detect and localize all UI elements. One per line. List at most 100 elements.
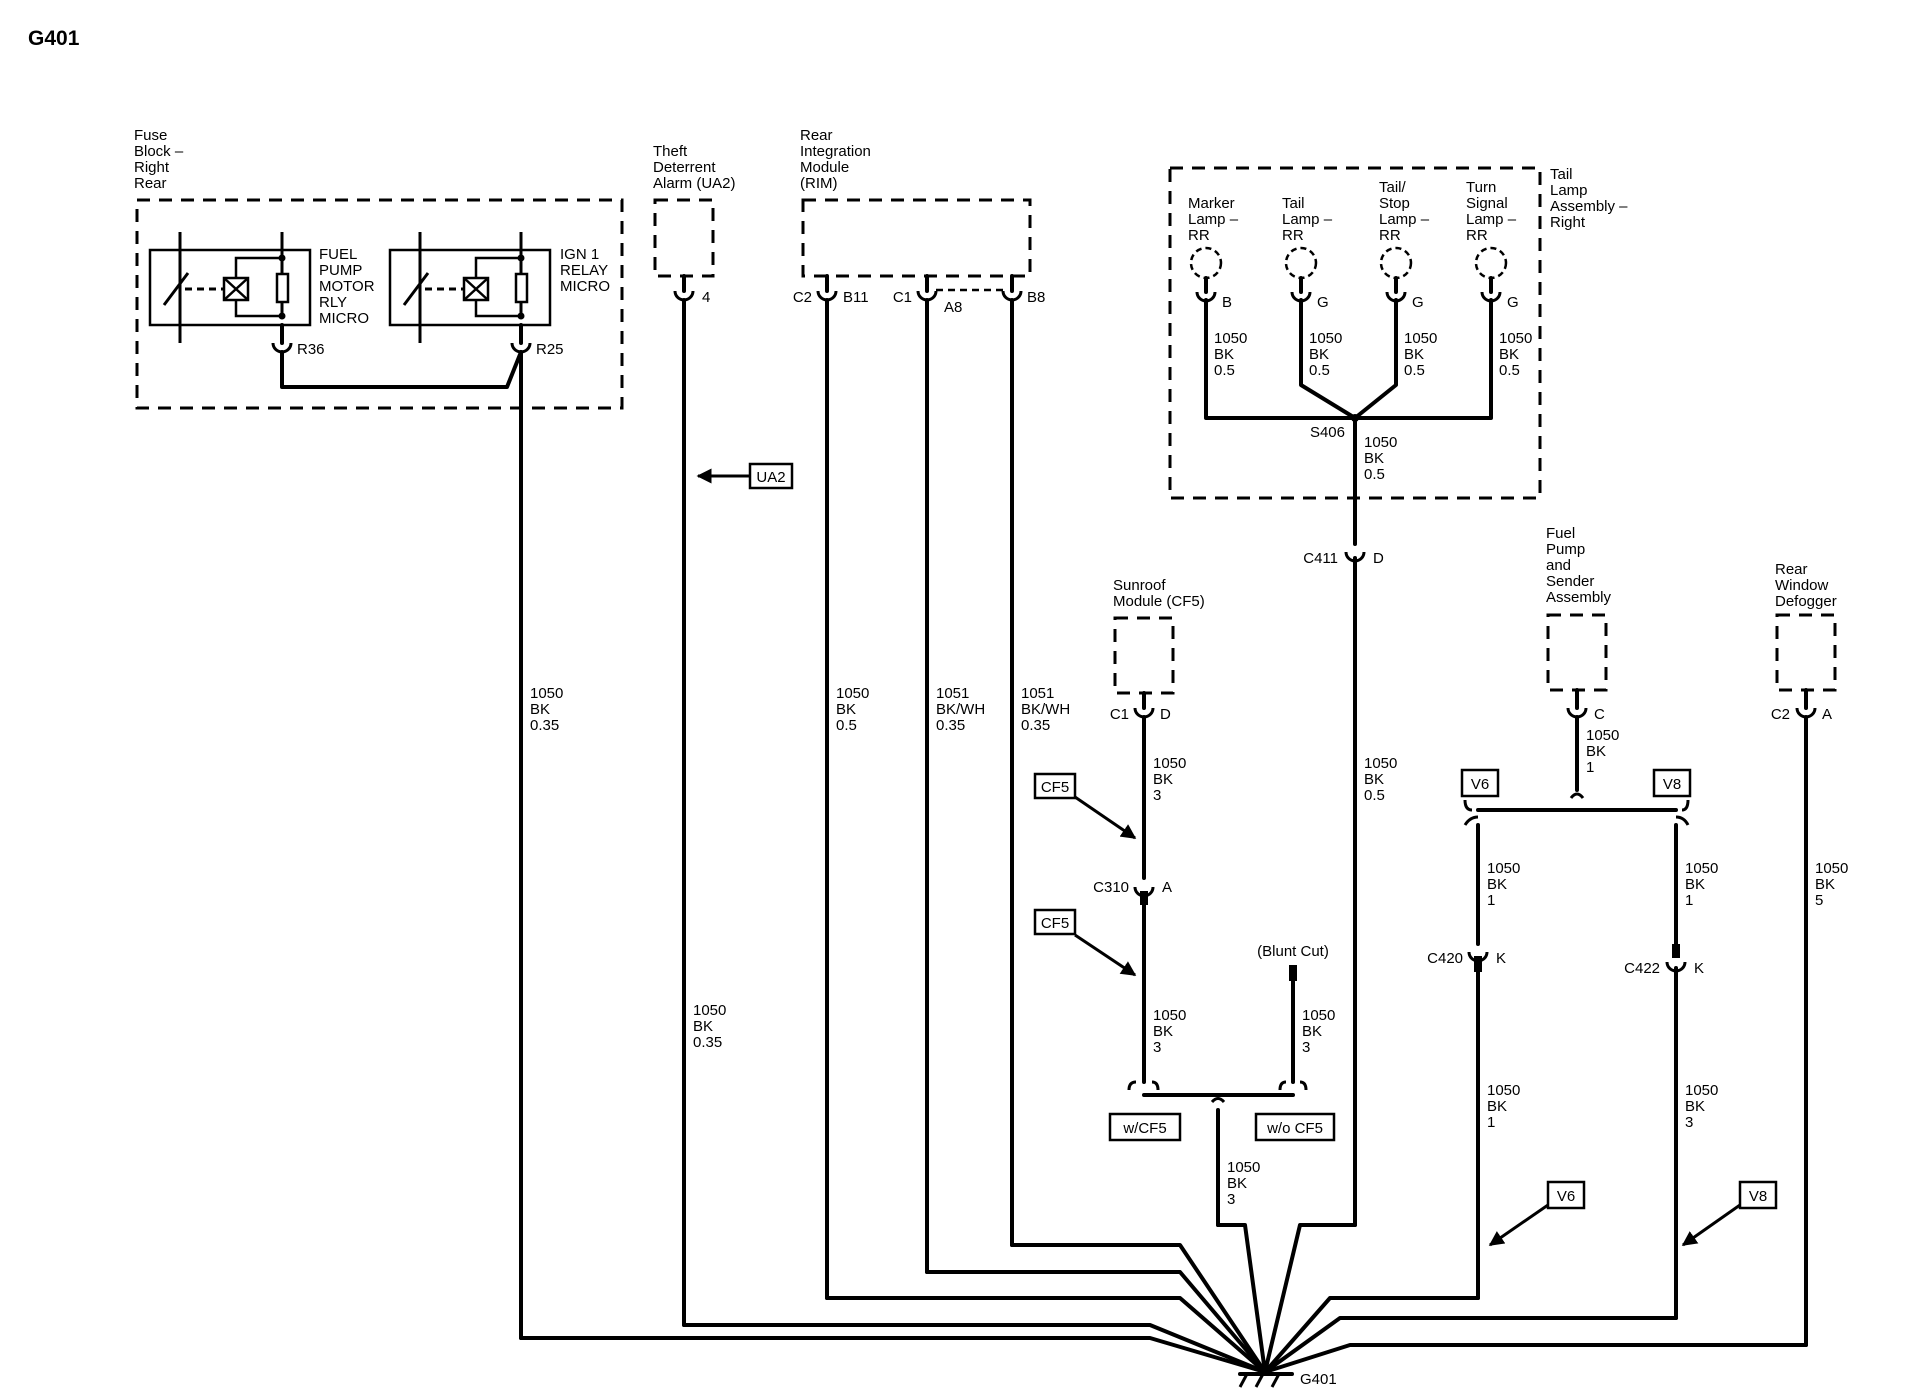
svg-text:0.5: 0.5 — [836, 717, 857, 734]
rim-label: Rear Integration Module (RIM) — [800, 127, 871, 192]
svg-text:Fuel: Fuel — [1546, 525, 1575, 542]
svg-text:BK: BK — [1153, 1023, 1173, 1040]
svg-text:Turn: Turn — [1466, 179, 1496, 196]
svg-text:3: 3 — [1227, 1191, 1235, 1208]
svg-text:C2: C2 — [793, 289, 812, 306]
svg-text:(RIM): (RIM) — [800, 175, 838, 192]
v8-tag-top — [1652, 768, 1692, 798]
wire-label-rim-b8: 1051 BK/WH 0.35 — [1021, 685, 1070, 734]
svg-text:Rear: Rear — [134, 175, 167, 192]
ground-fan-wiring — [519, 1223, 1808, 1374]
svg-text:Alarm (UA2): Alarm (UA2) — [653, 175, 736, 192]
svg-text:and: and — [1546, 557, 1571, 574]
fuse-block-outline — [135, 198, 624, 410]
svg-text:R36: R36 — [297, 341, 325, 358]
v6-tag-bottom-text: V6 — [1557, 1188, 1575, 1205]
cf5-tag-upper-text: CF5 — [1041, 779, 1069, 796]
svg-text:A8: A8 — [944, 299, 962, 316]
svg-text:0.5: 0.5 — [1364, 787, 1385, 804]
rim-wiring: C2 B11 C1 A8 B8 — [793, 274, 1045, 1300]
svg-text:MICRO: MICRO — [319, 310, 369, 327]
svg-text:Tail: Tail — [1550, 166, 1573, 183]
ground-symbol — [1238, 1372, 1294, 1388]
svg-text:IGN 1: IGN 1 — [560, 246, 599, 263]
svg-text:1: 1 — [1586, 759, 1594, 776]
rim-outline — [801, 198, 1032, 278]
svg-text:Module: Module — [800, 159, 849, 176]
svg-text:1050: 1050 — [1487, 860, 1520, 877]
ua2-tag-text: UA2 — [756, 469, 785, 486]
svg-text:3: 3 — [1685, 1114, 1693, 1131]
svg-text:Lamp –: Lamp – — [1282, 211, 1333, 228]
svg-text:MICRO: MICRO — [560, 278, 610, 295]
wire-label-ua2: 1050 BK 0.35 — [693, 1002, 726, 1051]
svg-text:1050: 1050 — [1153, 755, 1186, 772]
svg-text:B8: B8 — [1027, 289, 1045, 306]
svg-text:C310: C310 — [1093, 879, 1129, 896]
svg-text:C422: C422 — [1624, 960, 1660, 977]
svg-text:1050: 1050 — [1364, 755, 1397, 772]
wire-label-ign-out: 1050 BK 0.35 — [530, 685, 563, 734]
svg-text:Sender: Sender — [1546, 573, 1594, 590]
svg-text:0.35: 0.35 — [693, 1034, 722, 1051]
lamp-wiring: S406 — [1204, 298, 1493, 546]
sunroof-module-label: Sunroof Module (CF5) — [1113, 577, 1205, 610]
lamp-labels: Marker Lamp – RR Tail Lamp – RR Tail/ St… — [1188, 179, 1517, 244]
svg-text:K: K — [1694, 960, 1704, 977]
svg-text:1050: 1050 — [693, 1002, 726, 1019]
svg-text:BK: BK — [1404, 346, 1424, 363]
svg-text:1050: 1050 — [1404, 330, 1437, 347]
svg-text:BK: BK — [1487, 1098, 1507, 1115]
svg-text:Assembly –: Assembly – — [1550, 198, 1628, 215]
fuel-pump-wiring: C C420 K C422 K — [1427, 688, 1741, 1320]
svg-text:A: A — [1822, 706, 1832, 723]
without-cf5-tag — [1254, 1112, 1336, 1142]
svg-text:PUMP: PUMP — [319, 262, 362, 279]
ign-relay: IGN 1 RELAY MICRO — [388, 232, 610, 343]
svg-text:3: 3 — [1153, 787, 1161, 804]
svg-text:1050: 1050 — [1309, 330, 1342, 347]
wire-label-c411: 1050 BK 0.5 — [1364, 755, 1397, 804]
svg-text:Tail: Tail — [1282, 195, 1305, 212]
wire-labels-lamps: 1050 BK 0.5 1050 BK 0.5 1050 BK 0.5 1050… — [1214, 330, 1532, 483]
sunroof-wiring: C1 D C310 A — [1074, 691, 1308, 1227]
svg-text:A: A — [1162, 879, 1172, 896]
svg-text:1050: 1050 — [836, 685, 869, 702]
svg-text:1050: 1050 — [1227, 1159, 1260, 1176]
cf5-tag-upper — [1033, 772, 1077, 800]
svg-text:BK: BK — [1685, 1098, 1705, 1115]
svg-text:1050: 1050 — [1487, 1082, 1520, 1099]
svg-text:BK: BK — [1309, 346, 1329, 363]
cf5-tag-lower-text: CF5 — [1041, 915, 1069, 932]
svg-text:1051: 1051 — [936, 685, 969, 702]
svg-text:BK: BK — [1487, 876, 1507, 893]
svg-text:BK: BK — [1302, 1023, 1322, 1040]
theft-alarm-outline — [653, 198, 715, 278]
svg-text:D: D — [1373, 550, 1384, 567]
sunroof-module-outline — [1113, 616, 1175, 695]
with-cf5-tag — [1108, 1112, 1182, 1142]
svg-text:BK: BK — [1227, 1175, 1247, 1192]
svg-text:BK: BK — [530, 701, 550, 718]
svg-text:Lamp –: Lamp – — [1188, 211, 1239, 228]
svg-text:1: 1 — [1685, 892, 1693, 909]
svg-text:K: K — [1496, 950, 1506, 967]
svg-text:RR: RR — [1282, 227, 1304, 244]
svg-text:Deterrent: Deterrent — [653, 159, 716, 176]
svg-text:Defogger: Defogger — [1775, 593, 1837, 610]
svg-text:Lamp: Lamp — [1550, 182, 1588, 199]
svg-text:BK/WH: BK/WH — [936, 701, 985, 718]
svg-text:1050: 1050 — [1302, 1007, 1335, 1024]
svg-text:Integration: Integration — [800, 143, 871, 160]
svg-text:RR: RR — [1379, 227, 1401, 244]
svg-text:BK: BK — [1153, 771, 1173, 788]
svg-text:FUEL: FUEL — [319, 246, 357, 263]
svg-text:S406: S406 — [1310, 424, 1345, 441]
rear-defogger-wiring: C2 A — [1771, 688, 1832, 1347]
svg-text:C1: C1 — [1110, 706, 1129, 723]
svg-text:BK: BK — [1586, 743, 1606, 760]
svg-text:BK: BK — [1364, 450, 1384, 467]
svg-text:BK: BK — [836, 701, 856, 718]
